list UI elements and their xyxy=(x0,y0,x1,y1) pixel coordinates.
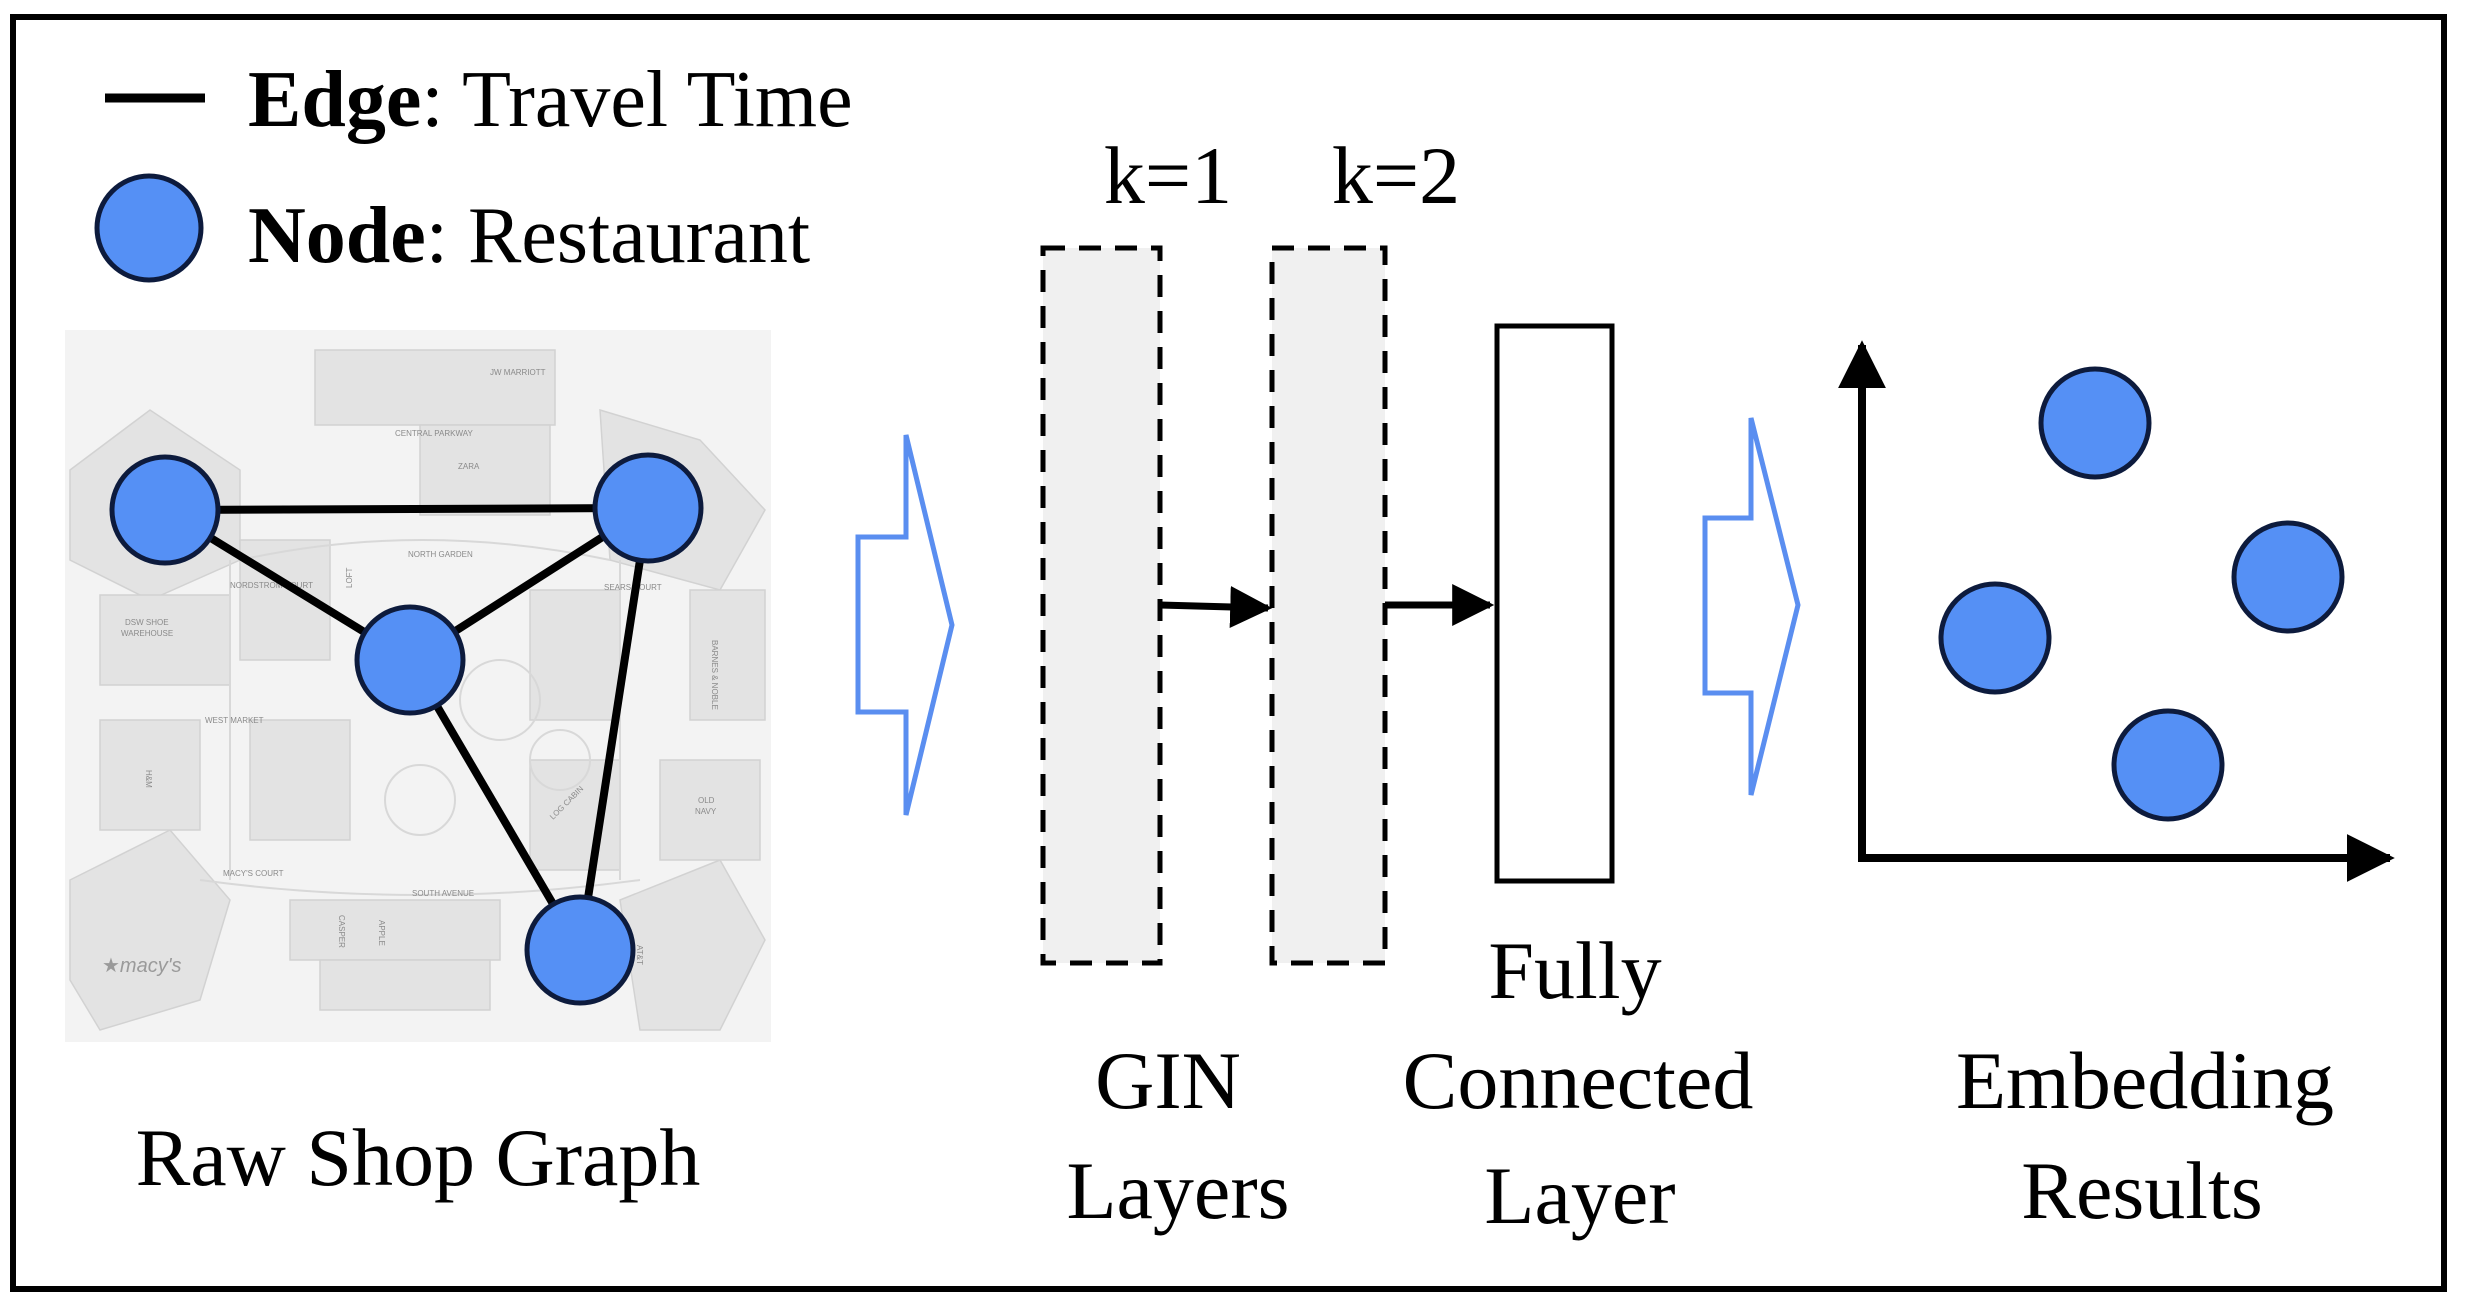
map-label-barnes-noble: BARNES & NOBLE xyxy=(710,640,719,710)
fc-label-line2: Connected xyxy=(1403,1035,1754,1126)
map-walkway-south xyxy=(199,879,641,896)
graph-edge-4 xyxy=(406,657,584,953)
legend: Edge: Travel Time Node: Restaurant xyxy=(94,56,853,283)
gin-layer-2 xyxy=(1269,245,1388,966)
embedding-point-2 xyxy=(2231,520,2345,634)
mall-map: JW MARRIOTT CENTRAL PARKWAY ZARA NORTH G… xyxy=(65,330,771,1042)
raw-graph-label: Raw Shop Graph xyxy=(136,1112,701,1203)
map-block-w1 xyxy=(99,594,231,686)
graph-node-3 xyxy=(354,604,466,716)
embedding-point-4 xyxy=(2111,708,2225,822)
map-block-s1 xyxy=(289,899,501,961)
k2-label: k=2 xyxy=(1332,130,1460,221)
map-label-north-garden: NORTH GARDEN xyxy=(408,550,473,559)
map-block-top2 xyxy=(419,424,551,516)
fc-label-line1: Fully xyxy=(1488,925,1661,1016)
node-legend-text: Node: Restaurant xyxy=(248,192,810,280)
map-label-apple: APPLE xyxy=(377,920,386,946)
embedding-point-1 xyxy=(2038,366,2152,480)
map-label-central-parkway: CENTRAL PARKWAY xyxy=(395,429,473,438)
map-label-casper: CASPER xyxy=(337,915,346,948)
graph-edge-1 xyxy=(164,504,649,514)
map-label-nordstrom-court: NORDSTROM COURT xyxy=(230,581,313,590)
map-label-jw-marriott: JW MARRIOTT xyxy=(490,368,546,377)
edge-legend-text: Edge: Travel Time xyxy=(248,56,853,144)
gin-label-line2: Layers xyxy=(1066,1145,1289,1236)
flow-arrow-1 xyxy=(855,434,955,816)
node-legend-desc: : Restaurant xyxy=(426,192,810,280)
gin-label-line1: GIN xyxy=(1095,1035,1241,1126)
map-plaza-1 xyxy=(459,659,541,741)
map-label-south-avenue: SOUTH AVENUE xyxy=(412,889,474,898)
map-label-loft: LOFT xyxy=(345,567,354,588)
gin-arrow-1 xyxy=(1159,585,1273,628)
map-label-macys-court: MACY'S COURT xyxy=(223,869,284,878)
k1-label: k=1 xyxy=(1104,130,1232,221)
map-label-dsw-1: DSW SHOE xyxy=(125,618,169,627)
gin-layer-1 xyxy=(1040,245,1163,966)
embedding-point-3 xyxy=(1938,581,2052,695)
map-block-top xyxy=(314,349,556,426)
macys-logo: ★macy's xyxy=(102,955,182,977)
embedding-points xyxy=(1938,366,2345,822)
map-block-e1 xyxy=(689,589,766,721)
fc-label-line3: Layer xyxy=(1484,1150,1675,1241)
map-anchor-se xyxy=(619,859,766,1031)
fc-layer xyxy=(1494,323,1615,884)
map-label-zara: ZARA xyxy=(458,462,480,471)
node-legend-term: Node xyxy=(248,192,426,280)
graph-node-1 xyxy=(109,454,221,566)
node-legend-circle xyxy=(94,173,204,283)
embedding-label-line2: Results xyxy=(2021,1145,2262,1236)
map-plaza-2 xyxy=(529,729,591,791)
map-block-w2 xyxy=(99,719,201,831)
embedding-label-line1: Embedding xyxy=(1956,1035,2334,1126)
map-block-s2 xyxy=(319,959,491,1011)
map-label-dsw-2: WAREHOUSE xyxy=(121,629,173,638)
map-label-west-market: WEST MARKET xyxy=(205,716,264,725)
map-block-e2 xyxy=(659,759,761,861)
graph-edge-5 xyxy=(576,507,652,951)
map-label-hm: H&M xyxy=(144,770,153,788)
map-label-old-navy-1: OLD xyxy=(698,796,715,805)
map-walkways xyxy=(199,539,641,896)
map-plaza-3 xyxy=(384,764,456,836)
edge-legend-desc: : Travel Time xyxy=(421,56,852,144)
map-block-c2 xyxy=(529,589,621,721)
edge-legend-term: Edge xyxy=(248,56,421,144)
graph-node-2 xyxy=(592,452,704,564)
diagram-frame xyxy=(10,14,2447,1292)
map-block-c3 xyxy=(249,719,351,841)
flow-arrow-2 xyxy=(1702,417,1801,796)
map-label-att: AT&T xyxy=(635,945,644,965)
map-label-old-navy-2: NAVY xyxy=(695,807,717,816)
graph-nodes xyxy=(109,452,704,1006)
graph-node-4 xyxy=(524,894,636,1006)
map-walkway-north xyxy=(239,539,611,561)
